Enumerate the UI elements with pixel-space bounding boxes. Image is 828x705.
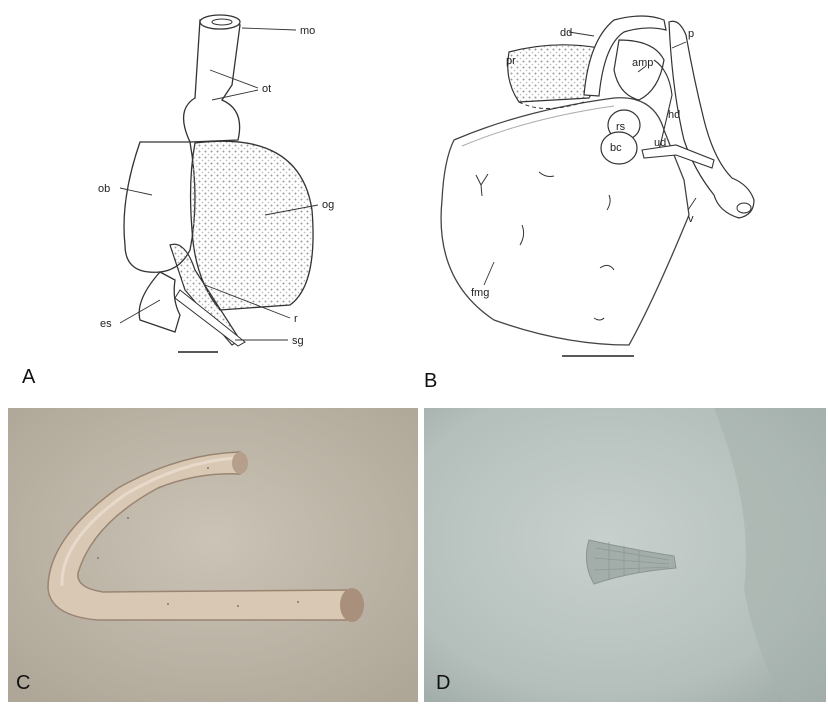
label-es: es (100, 318, 112, 330)
panel-a: mo ot ob og es r sg A (0, 0, 414, 400)
panel-letter-d: D (436, 672, 450, 695)
label-dd: dd (560, 27, 572, 39)
label-ob: ob (98, 183, 110, 195)
label-amp: amp (632, 57, 653, 69)
label-rs: rs (616, 121, 626, 133)
label-v: v (688, 213, 694, 225)
label-bc: bc (610, 142, 622, 154)
oesophagus (139, 272, 180, 332)
panel-b-drawing: dd p pr amp hd rs ud bc v fmg (414, 0, 828, 400)
mouth-opening (200, 15, 240, 29)
oral-gland (191, 141, 314, 310)
label-mo: mo (300, 25, 315, 37)
panel-a-drawing: mo ot ob og es r sg (0, 0, 414, 400)
label-hd: hd (668, 109, 680, 121)
label-sg: sg (292, 335, 304, 347)
label-p: p (688, 28, 694, 40)
panel-c-photo: C (8, 408, 418, 702)
panel-d-photo: D (424, 408, 826, 702)
female-mucous-gland (441, 98, 689, 345)
panel-letter-b: B (424, 370, 437, 393)
panel-b: dd p pr amp hd rs ud bc v fmg B (414, 0, 828, 400)
label-fmg: fmg (471, 287, 489, 299)
label-ud: ud (654, 137, 666, 149)
panel-d-specimen (424, 408, 826, 702)
label-og: og (322, 199, 334, 211)
panel-c-specimen (8, 408, 418, 702)
label-pr: pr (506, 55, 516, 67)
label-ot: ot (262, 83, 271, 95)
panel-letter-a: A (22, 366, 35, 389)
oral-tube (184, 20, 240, 142)
ampulla (614, 40, 664, 100)
panel-letter-c: C (16, 672, 30, 695)
label-r: r (294, 313, 298, 325)
